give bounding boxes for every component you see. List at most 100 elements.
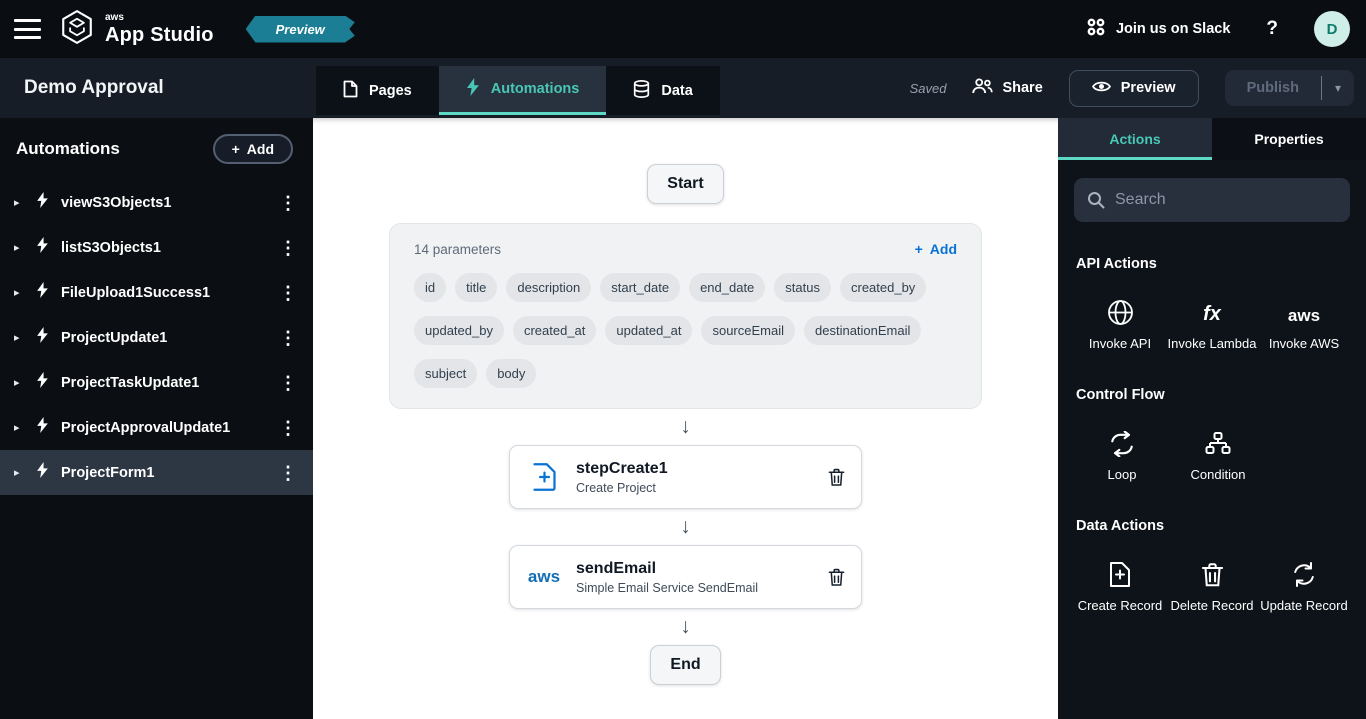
- update-icon: [1291, 558, 1317, 588]
- expand-caret-icon[interactable]: ▸: [14, 287, 20, 299]
- parameter-chip: description: [506, 273, 592, 302]
- tab-actions[interactable]: Actions: [1058, 118, 1212, 160]
- expand-caret-icon[interactable]: ▸: [14, 242, 20, 254]
- expand-caret-icon[interactable]: ▸: [14, 377, 20, 389]
- aws-logo: aws: [1287, 306, 1321, 325]
- saved-status: Saved: [909, 80, 947, 96]
- share-button[interactable]: Share: [972, 78, 1043, 98]
- step-card-sendEmail[interactable]: aws sendEmail Simple Email Service SendE…: [509, 545, 862, 609]
- preview-ribbon-badge: Preview: [245, 15, 355, 43]
- publish-split-button: Publish ▾: [1224, 70, 1354, 106]
- parameter-chip: updated_at: [605, 316, 693, 345]
- help-icon[interactable]: ?: [1260, 18, 1284, 40]
- tab-automations[interactable]: Automations: [438, 66, 607, 115]
- kebab-menu-icon[interactable]: ⋮: [279, 417, 297, 438]
- parameters-panel: 14 parameters + Add id title description…: [389, 223, 982, 409]
- slack-icon: [1086, 17, 1106, 41]
- parameter-chip: status: [774, 273, 831, 302]
- tab-data[interactable]: Data: [606, 66, 720, 115]
- expand-caret-icon[interactable]: ▸: [14, 422, 20, 434]
- globe-icon: [1107, 296, 1134, 326]
- kebab-menu-icon[interactable]: ⋮: [279, 282, 297, 303]
- delete-step-button[interactable]: [828, 568, 845, 587]
- sidebar-item-ProjectForm1[interactable]: ▸ ProjectForm1 ⋮: [0, 450, 313, 495]
- automation-list: ▸ viewS3Objects1 ⋮ ▸ listS3Objects1 ⋮ ▸ …: [0, 180, 313, 495]
- app-studio-hexagon-icon: [59, 9, 95, 50]
- expand-caret-icon[interactable]: ▸: [14, 197, 20, 209]
- sidebar-item-ProjectApprovalUpdate1[interactable]: ▸ ProjectApprovalUpdate1 ⋮: [14, 417, 297, 438]
- plus-icon: +: [914, 241, 923, 257]
- section-api-actions: API Actions Invoke API fx: [1074, 256, 1350, 353]
- step-title: sendEmail: [576, 559, 657, 577]
- preview-button[interactable]: Preview: [1068, 69, 1199, 107]
- section-title: Control Flow: [1076, 387, 1165, 404]
- aws-wordmark: aws: [105, 12, 124, 23]
- step-card-stepCreate1[interactable]: stepCreate1 Create Project: [509, 445, 862, 509]
- bolt-icon: [36, 237, 49, 258]
- avatar[interactable]: D: [1314, 11, 1350, 47]
- publish-divider: [1320, 76, 1322, 100]
- parameter-chip: updated_by: [414, 316, 504, 345]
- sidebar-item-FileUpload1Success1[interactable]: ▸ FileUpload1Success1 ⋮: [14, 282, 297, 303]
- kebab-menu-icon[interactable]: ⋮: [279, 237, 297, 258]
- action-invoke-aws[interactable]: aws Invoke AWS: [1258, 296, 1350, 353]
- parameter-chip: created_at: [512, 316, 597, 345]
- loop-icon: [1108, 427, 1136, 458]
- start-node[interactable]: Start: [647, 164, 724, 204]
- action-delete-record[interactable]: Delete Record: [1166, 558, 1258, 615]
- tab-properties[interactable]: Properties: [1212, 118, 1366, 160]
- flow-arrow-down-icon: ↓: [680, 515, 691, 538]
- parameter-chip: sourceEmail: [701, 316, 795, 345]
- automations-sidebar: Automations + Add ▸ viewS3Objects1 ⋮ ▸ l…: [0, 118, 313, 719]
- expand-caret-icon[interactable]: ▸: [14, 467, 20, 479]
- kebab-menu-icon[interactable]: ⋮: [279, 462, 297, 483]
- kebab-menu-icon[interactable]: ⋮: [279, 372, 297, 393]
- bolt-icon: [36, 192, 49, 213]
- app-studio-logo: aws App Studio: [59, 9, 214, 50]
- sidebar-item-viewS3Objects1[interactable]: ▸ viewS3Objects1 ⋮: [14, 192, 297, 213]
- page-icon: [343, 80, 358, 102]
- publish-caret-down-icon[interactable]: ▾: [1322, 70, 1354, 106]
- parameter-chips: id title description start_date end_date…: [414, 273, 957, 388]
- parameter-chip: end_date: [689, 273, 766, 302]
- tab-pages[interactable]: Pages: [316, 66, 439, 115]
- action-create-record[interactable]: Create Record: [1074, 558, 1166, 615]
- parameter-chip: subject: [414, 359, 478, 388]
- step-subtitle: Create Project: [576, 480, 656, 495]
- action-invoke-api[interactable]: Invoke API: [1074, 296, 1166, 353]
- action-condition[interactable]: Condition: [1170, 427, 1266, 484]
- create-record-icon: [1108, 558, 1132, 588]
- panel-tabs: Actions Properties: [1058, 118, 1366, 160]
- add-parameter-button[interactable]: + Add: [914, 241, 957, 257]
- eye-icon: [1091, 80, 1111, 97]
- plus-icon: +: [231, 141, 240, 157]
- join-slack-link[interactable]: Join us on Slack: [1086, 17, 1230, 41]
- add-automation-button[interactable]: + Add: [212, 134, 293, 164]
- kebab-menu-icon[interactable]: ⋮: [279, 192, 297, 213]
- delete-step-button[interactable]: [828, 468, 845, 487]
- section-data-actions: Data Actions Create Record: [1074, 518, 1350, 615]
- bolt-icon: [36, 372, 49, 393]
- sidebar-item-ProjectTaskUpdate1[interactable]: ▸ ProjectTaskUpdate1 ⋮: [14, 372, 297, 393]
- sidebar-item-listS3Objects1[interactable]: ▸ listS3Objects1 ⋮: [14, 237, 297, 258]
- editor-tabs: Pages Automations Data: [316, 66, 720, 115]
- bolt-icon: [36, 417, 49, 438]
- bolt-icon: [36, 462, 49, 483]
- publish-button[interactable]: Publish: [1225, 70, 1321, 106]
- kebab-menu-icon[interactable]: ⋮: [279, 327, 297, 348]
- action-invoke-lambda[interactable]: fx Invoke Lambda: [1166, 296, 1258, 353]
- top-header: aws App Studio Preview Join us on Slack …: [0, 0, 1366, 58]
- hamburger-menu-icon[interactable]: [14, 19, 41, 39]
- action-loop[interactable]: Loop: [1074, 427, 1170, 484]
- parameter-chip: body: [486, 359, 537, 388]
- end-node[interactable]: End: [650, 645, 721, 685]
- create-record-icon: [526, 462, 562, 492]
- section-title: Data Actions: [1076, 518, 1165, 535]
- project-toolbar: Demo Approval Pages Automations: [0, 58, 1366, 118]
- parameter-chip: id: [414, 273, 447, 302]
- action-update-record[interactable]: Update Record: [1258, 558, 1350, 615]
- expand-caret-icon[interactable]: ▸: [14, 332, 20, 344]
- sidebar-item-ProjectUpdate1[interactable]: ▸ ProjectUpdate1 ⋮: [14, 327, 297, 348]
- database-icon: [633, 79, 650, 102]
- search-input[interactable]: [1074, 178, 1350, 222]
